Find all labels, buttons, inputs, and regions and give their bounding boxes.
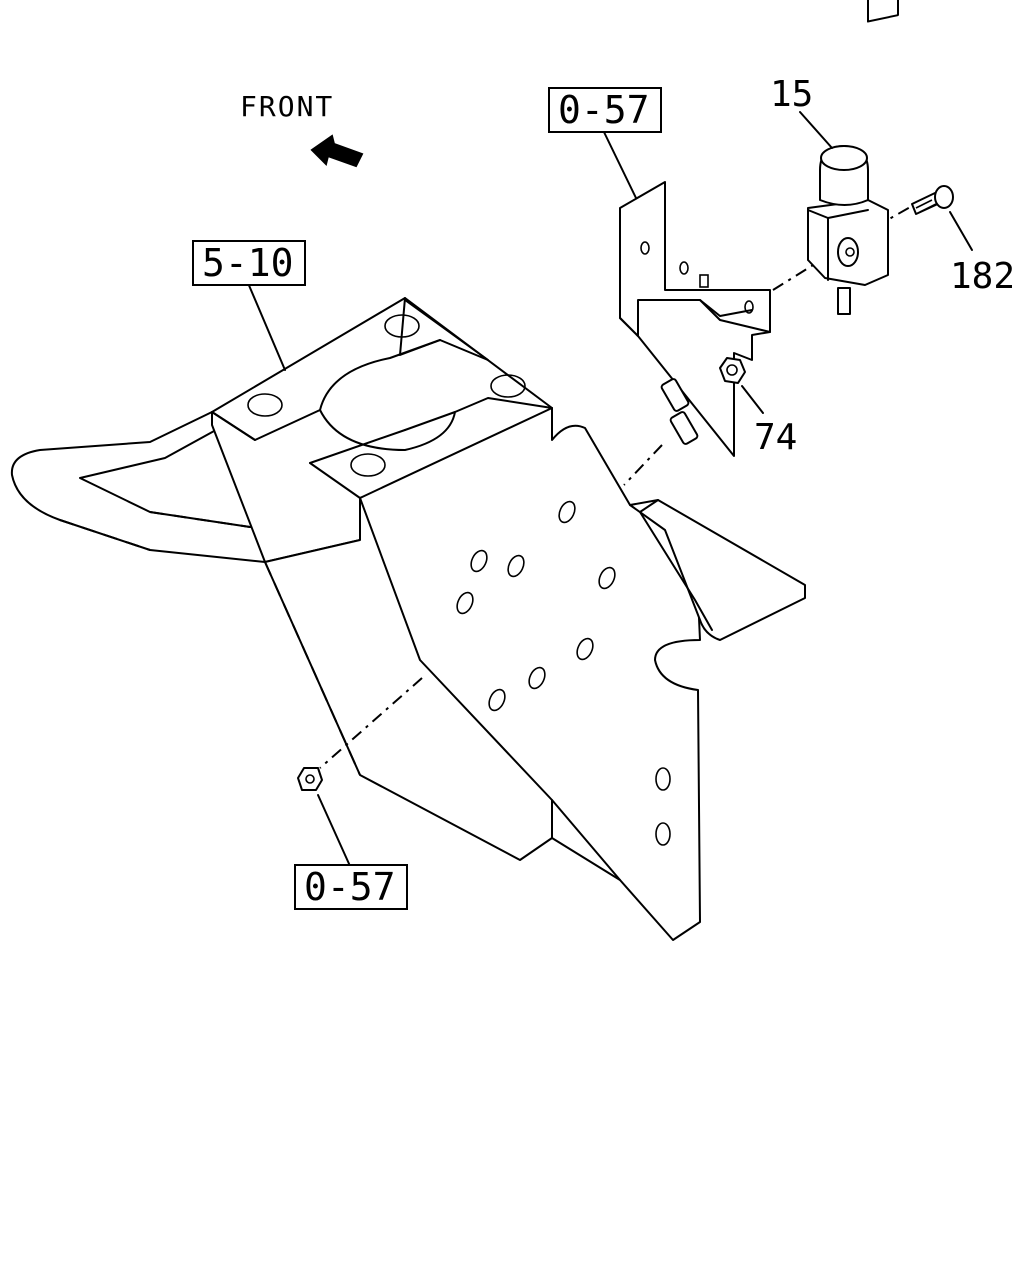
ref-box-top[interactable]: 0-57 xyxy=(548,87,662,133)
callout-182: 182 xyxy=(950,256,1015,297)
nut-icon xyxy=(719,357,746,384)
ref-bottom-label: 0-57 xyxy=(304,865,396,909)
stud-icon xyxy=(660,378,699,445)
ref-crossmember-label: 5-10 xyxy=(202,241,294,285)
callout-15: 15 xyxy=(770,74,813,115)
ref-box-crossmember[interactable]: 5-10 xyxy=(192,240,306,286)
crossmember-frame xyxy=(10,297,806,941)
front-arrow-icon xyxy=(310,134,364,168)
callout-74: 74 xyxy=(754,417,797,458)
bolt-icon xyxy=(911,185,954,215)
clip-nut-icon xyxy=(297,767,323,791)
solenoid-valve xyxy=(807,0,899,315)
ref-box-bottom[interactable]: 0-57 xyxy=(294,864,408,910)
front-label: FRONT xyxy=(240,90,334,123)
ref-top-label: 0-57 xyxy=(558,88,650,132)
solenoid-bracket xyxy=(619,181,771,457)
